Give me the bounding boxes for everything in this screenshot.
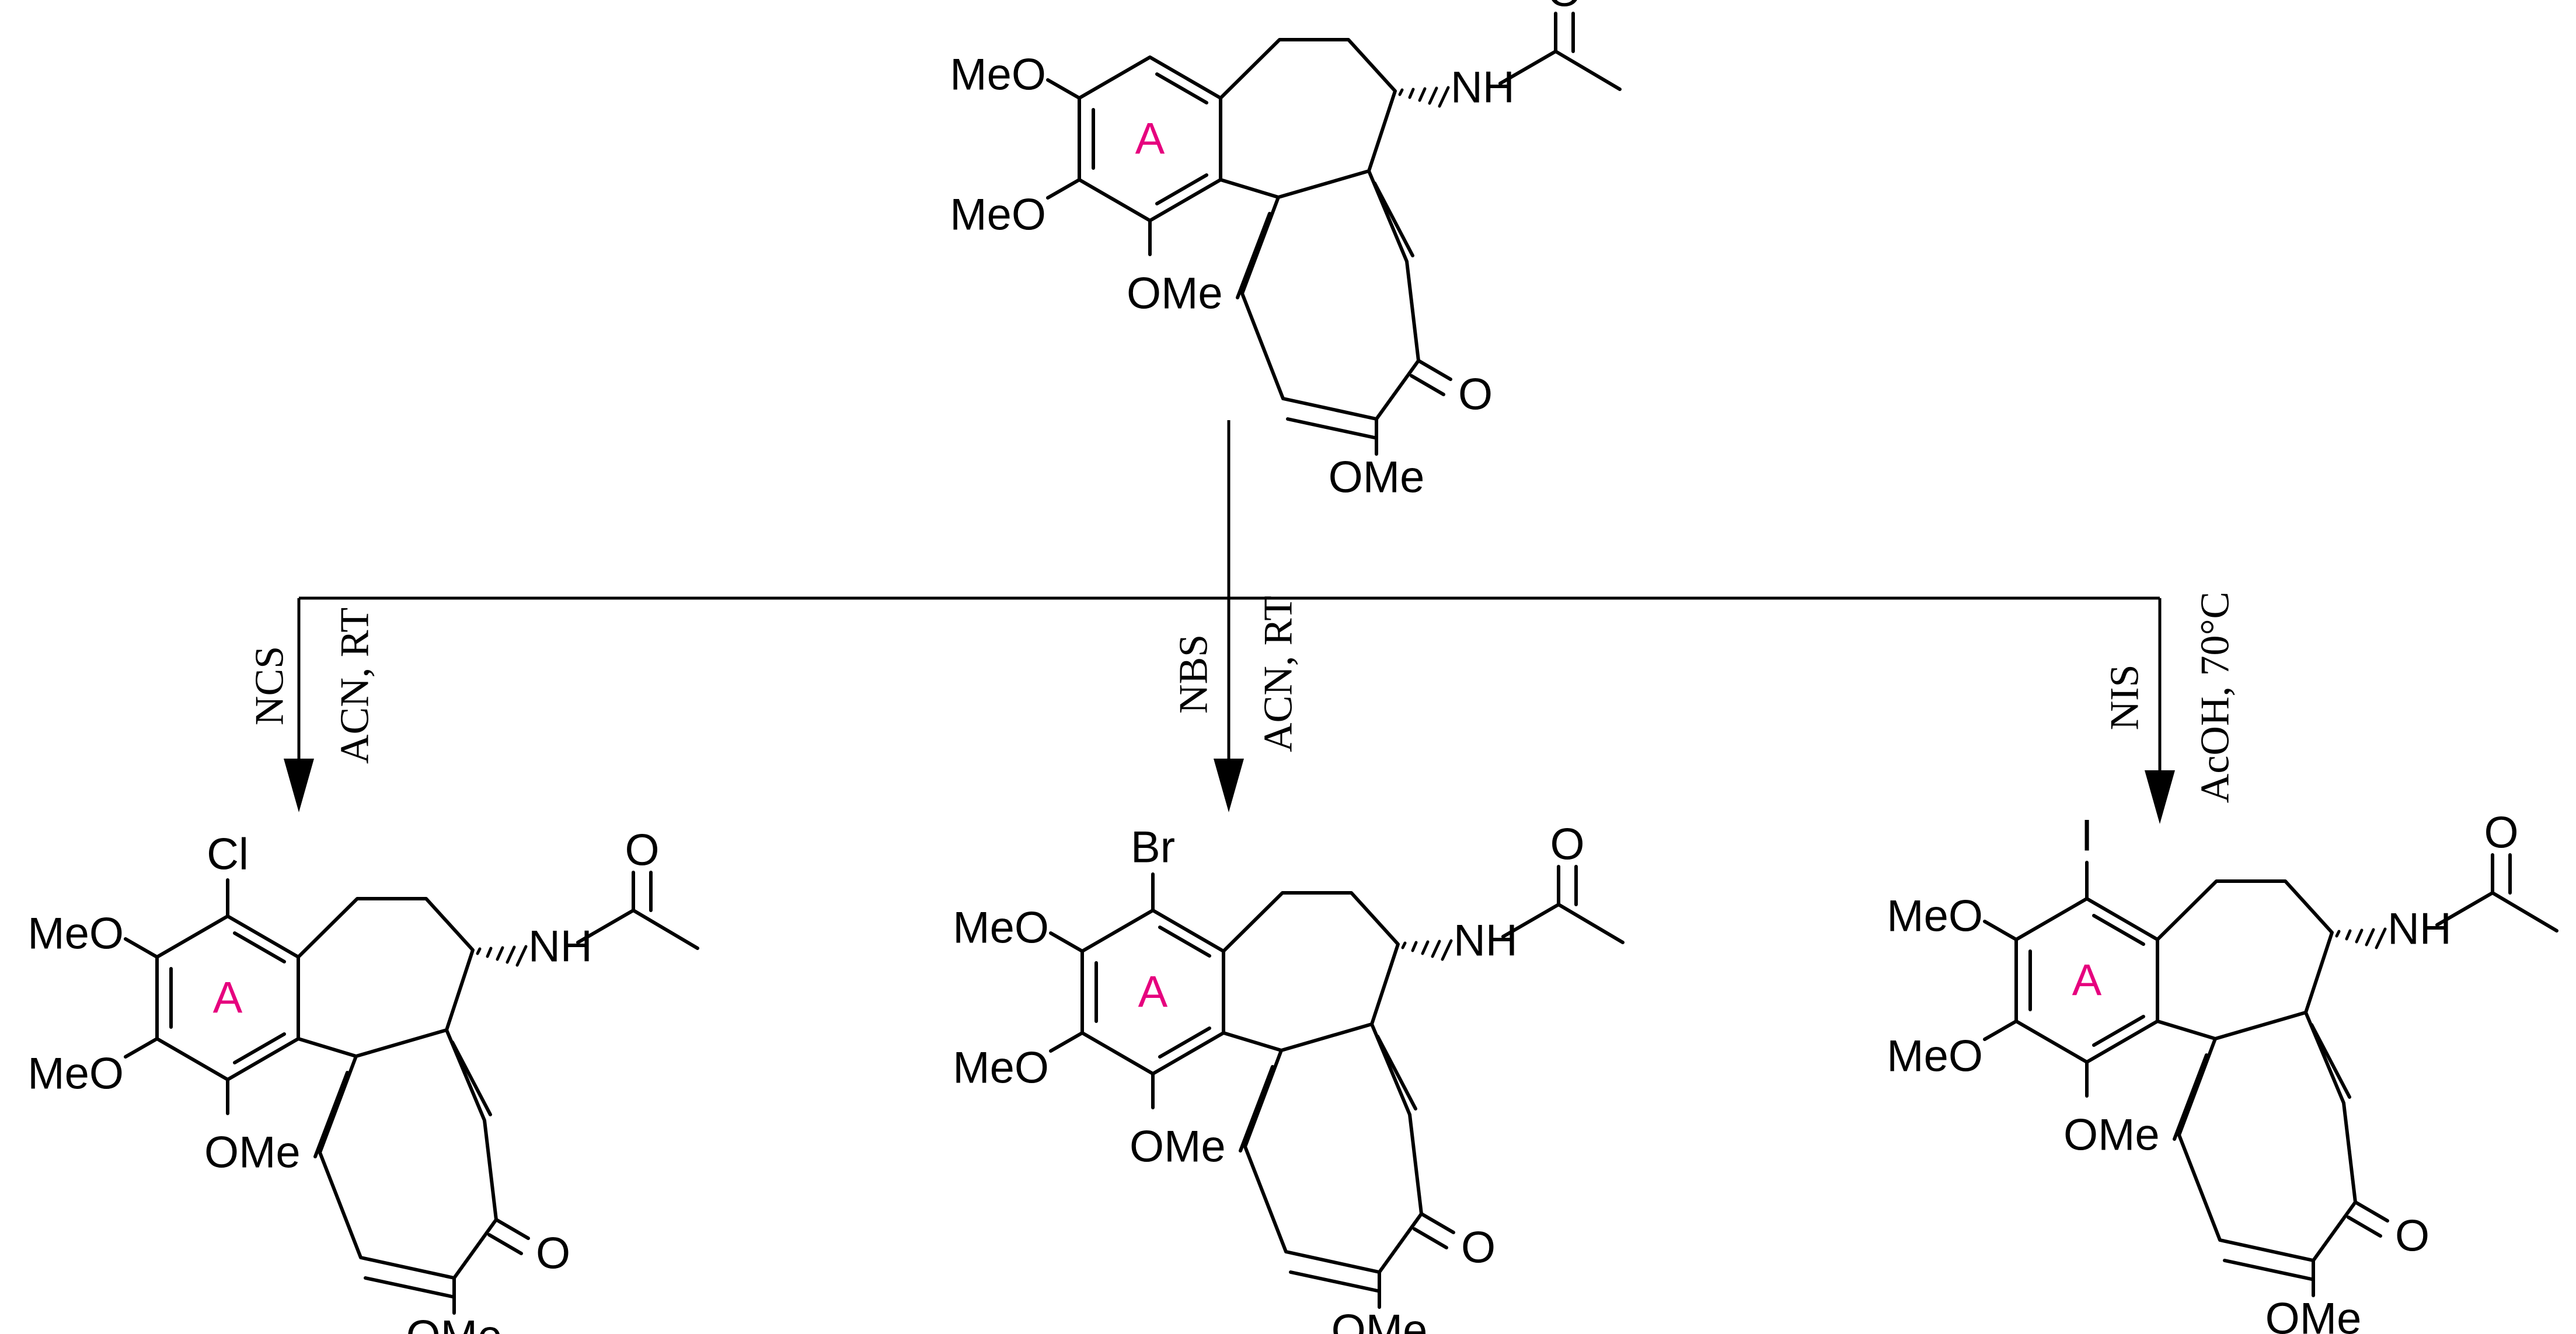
reagent-label: NCS bbox=[248, 646, 292, 725]
ome-tropolone-label: OMe bbox=[406, 1312, 503, 1334]
ketone-oxygen-label: O bbox=[1458, 370, 1493, 420]
ome-top-label: MeO bbox=[1887, 892, 1983, 941]
ketone-oxygen-label: O bbox=[536, 1229, 570, 1279]
acetyl-oxygen-label: O bbox=[2484, 808, 2518, 858]
starting-material: MeO MeO OMe OMe O NH O A bbox=[950, 0, 1620, 502]
halogen-label: I bbox=[2080, 811, 2093, 861]
ome-mid-label: MeO bbox=[1887, 1032, 1983, 1081]
ketone-oxygen-label: O bbox=[1461, 1223, 1496, 1273]
halogen-label: Br bbox=[1131, 823, 1175, 872]
ome-bottom-label: OMe bbox=[1127, 269, 1223, 319]
conditions-cl: NCS ACN, RT bbox=[248, 607, 378, 764]
nh-label: NH bbox=[1451, 63, 1515, 113]
ome-bottom-label: OMe bbox=[1130, 1122, 1226, 1172]
nh-label: NH bbox=[2387, 905, 2452, 954]
acetyl-oxygen-label: O bbox=[1547, 0, 1581, 16]
arrowhead-center bbox=[1214, 759, 1244, 812]
reagent-label: NBS bbox=[1172, 634, 1216, 714]
ome-mid-label: MeO bbox=[27, 1049, 124, 1099]
ome-top-label: MeO bbox=[950, 50, 1046, 100]
reaction-arrows bbox=[284, 420, 2175, 824]
product-chloro: Cl MeO MeO OMe OMe O NH O A bbox=[27, 826, 698, 1334]
ome-mid-label: MeO bbox=[953, 1043, 1049, 1093]
ome-tropolone-label: OMe bbox=[2265, 1294, 2362, 1334]
ome-bottom-label: OMe bbox=[204, 1128, 301, 1178]
ome-bottom-label: OMe bbox=[2063, 1110, 2160, 1160]
conditions-label: ACN, RT bbox=[333, 607, 378, 764]
arrowhead-right bbox=[2145, 770, 2175, 824]
nh-label: NH bbox=[1453, 916, 1518, 966]
arrowhead-left bbox=[284, 759, 314, 812]
conditions-i: NIS AcOH, 70°C bbox=[2103, 592, 2238, 803]
ome-top-label: MeO bbox=[27, 909, 124, 959]
product-iodo: I MeO MeO OMe OMe O NH O A bbox=[1887, 808, 2557, 1334]
ome-mid-label: MeO bbox=[950, 190, 1046, 240]
ome-tropolone-label: OMe bbox=[1331, 1306, 1428, 1334]
conditions-label: ACN, RT bbox=[1256, 596, 1301, 752]
ring-a-label: A bbox=[1138, 968, 1168, 1017]
conditions-label: AcOH, 70°C bbox=[2193, 592, 2238, 803]
ring-a-label: A bbox=[2072, 956, 2102, 1005]
halogen-label: Cl bbox=[207, 830, 249, 879]
acetyl-oxygen-label: O bbox=[625, 826, 659, 875]
reagent-label: NIS bbox=[2103, 665, 2148, 731]
ring-a-label: A bbox=[1135, 114, 1165, 164]
acetyl-oxygen-label: O bbox=[1550, 820, 1584, 869]
ome-top-label: MeO bbox=[953, 903, 1049, 953]
nh-label: NH bbox=[528, 922, 592, 972]
conditions-br: NBS ACN, RT bbox=[1172, 596, 1301, 752]
ome-tropolone-label: OMe bbox=[1329, 453, 1425, 502]
ketone-oxygen-label: O bbox=[2395, 1211, 2429, 1261]
product-bromo: Br MeO MeO OMe OMe O NH O A bbox=[953, 820, 1623, 1334]
ring-a-label: A bbox=[213, 973, 243, 1023]
